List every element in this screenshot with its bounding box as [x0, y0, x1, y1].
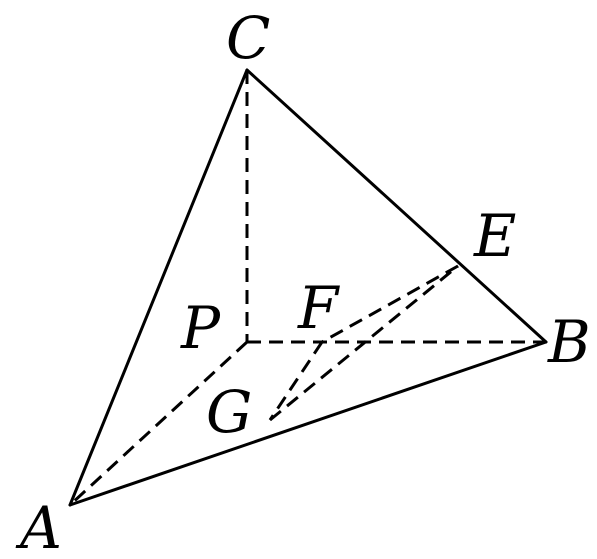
label-p: P	[180, 294, 221, 362]
edge-cb	[245, 68, 548, 344]
edge-ca	[68, 68, 249, 507]
label-a: A	[15, 494, 62, 559]
label-e: E	[473, 202, 516, 270]
label-c: C	[226, 4, 270, 72]
segment-ge	[269, 264, 459, 422]
label-f: F	[297, 274, 340, 342]
segment-fg	[268, 341, 324, 421]
label-g: G	[206, 378, 252, 446]
edge-ab	[68, 340, 548, 507]
segment-ef	[321, 264, 459, 344]
label-b: B	[547, 308, 591, 376]
edge-pa	[68, 340, 249, 507]
